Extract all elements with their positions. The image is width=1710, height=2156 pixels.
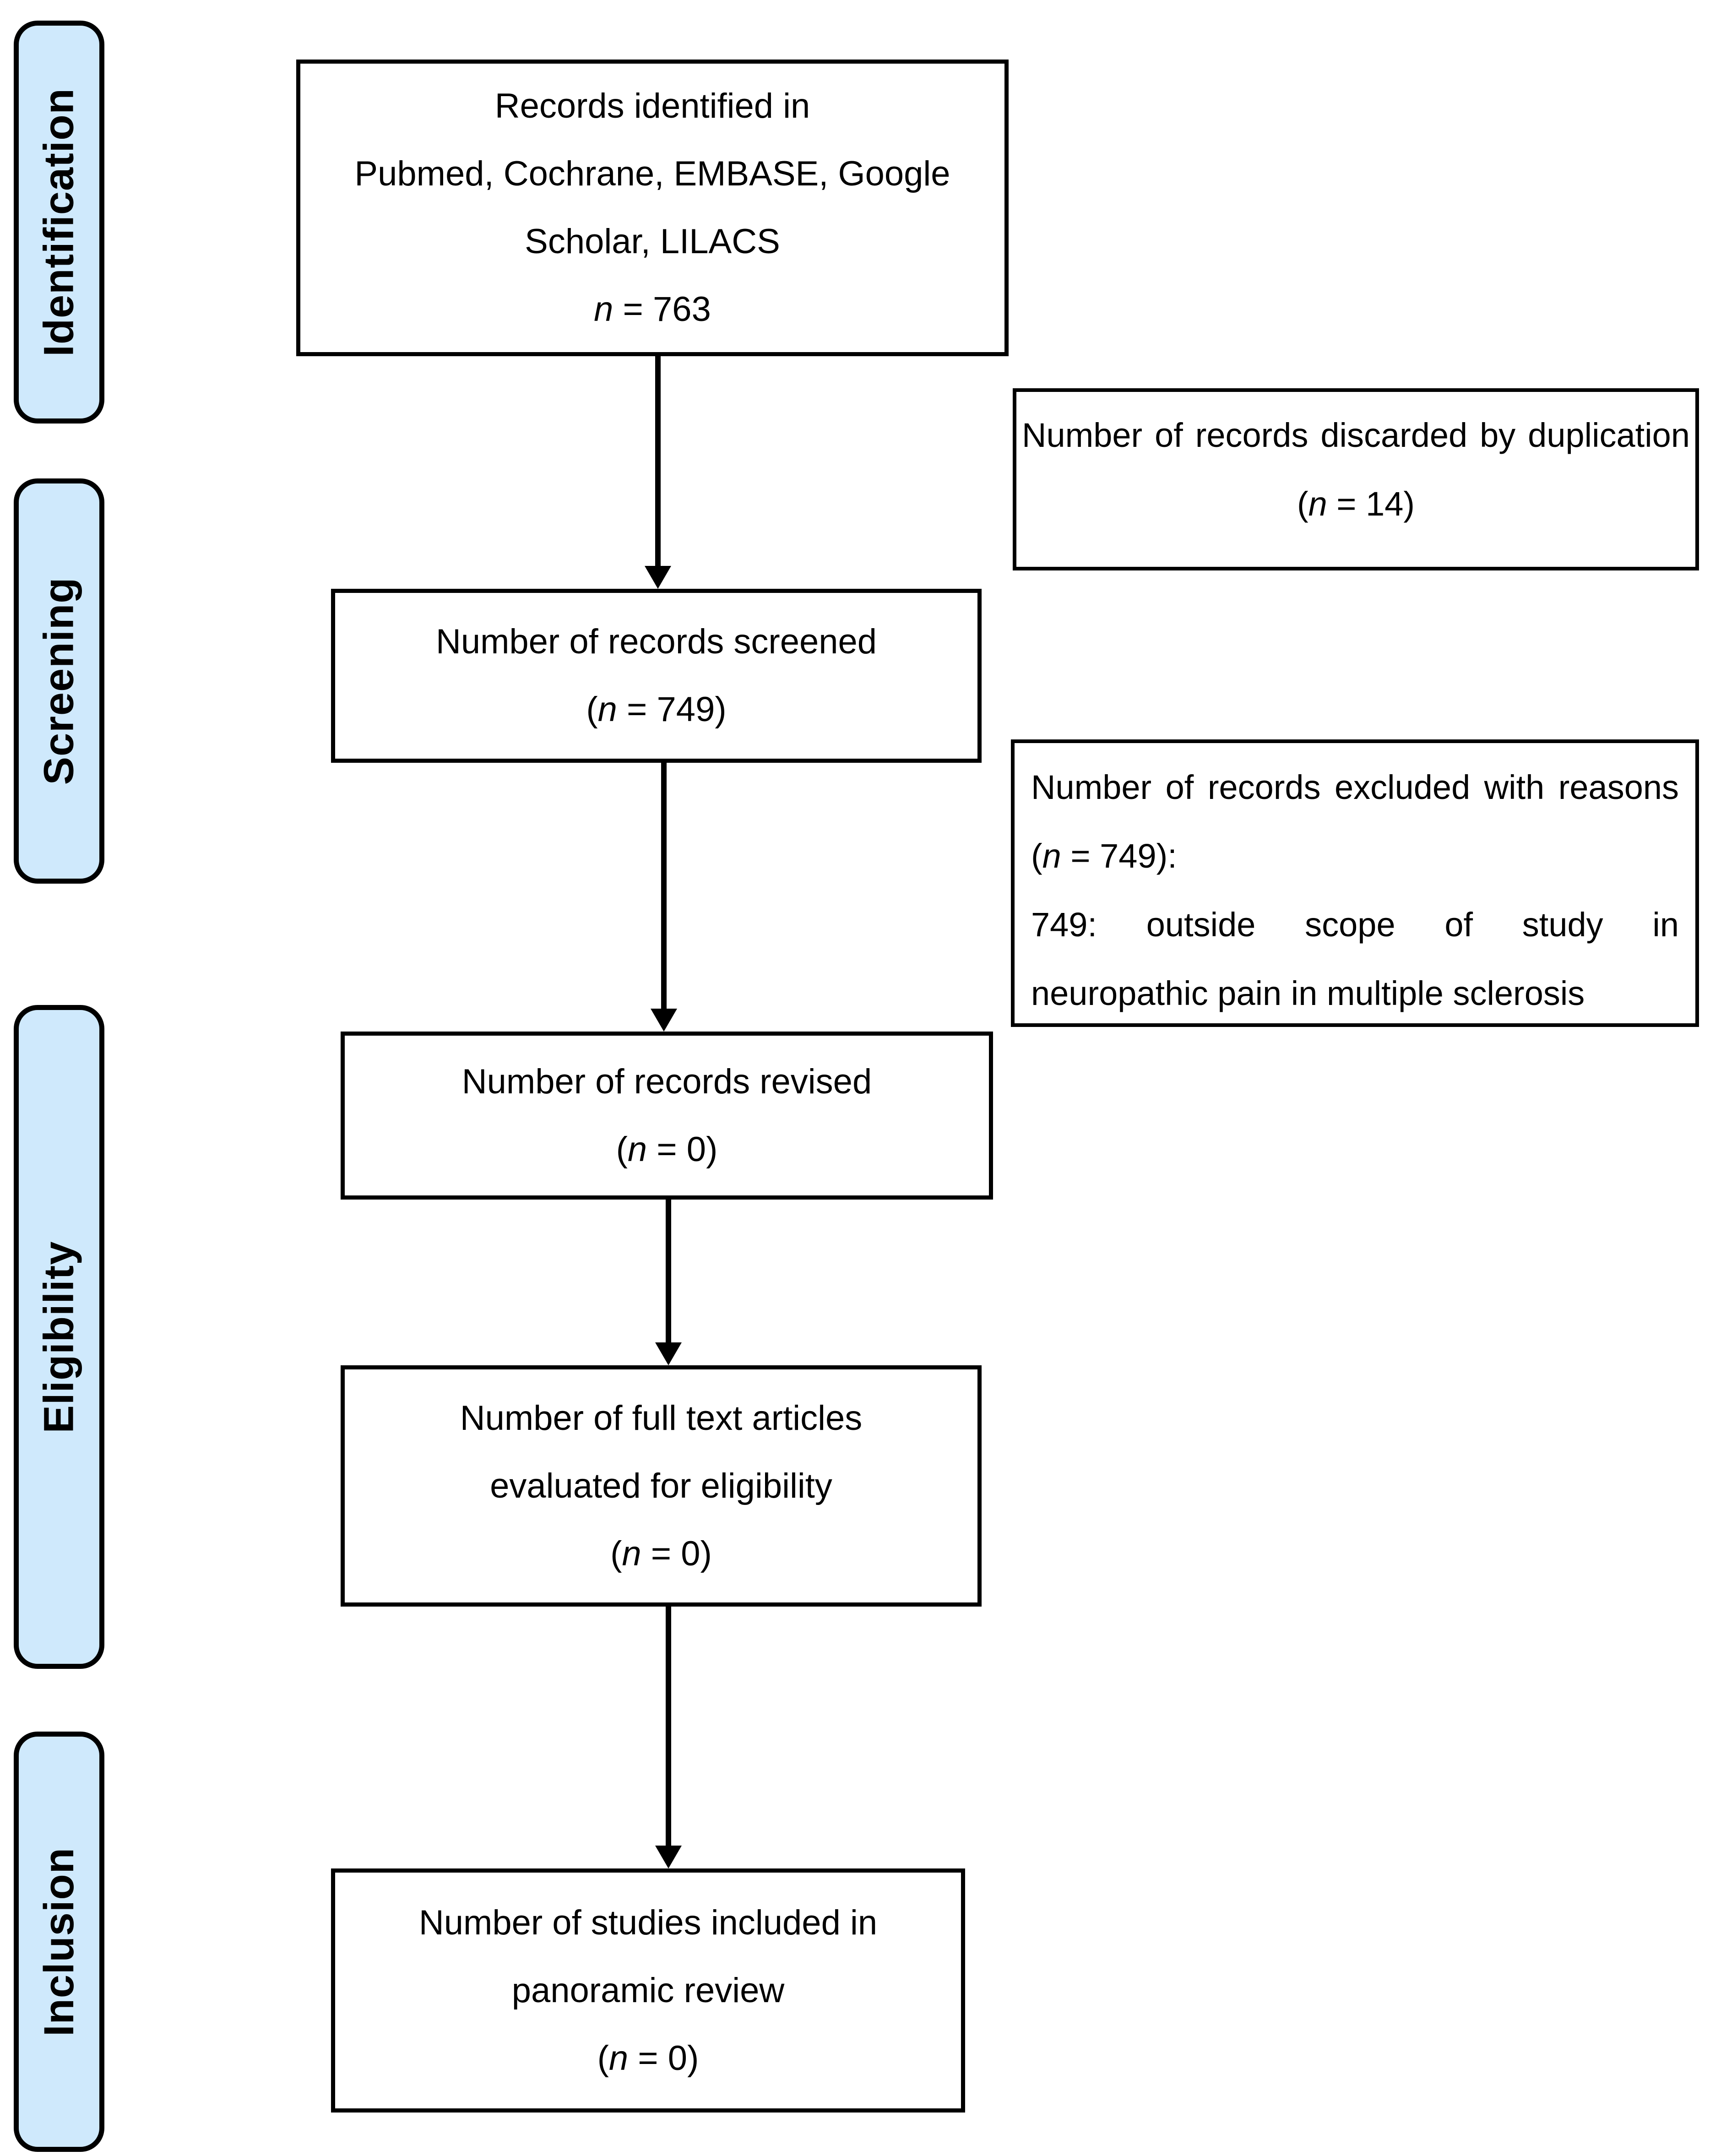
box-records-identified: Records identified in Pubmed, Cochrane, … — [296, 60, 1009, 356]
box-excluded-reasons-count: (n = 749): — [1031, 837, 1177, 875]
stage-inclusion-label: Inclusion — [35, 1847, 82, 2037]
stage-screening-label: Screening — [35, 577, 82, 785]
stage-eligibility: Eligibility — [14, 1005, 104, 1669]
box-records-revised-count: (n = 0) — [616, 1130, 718, 1169]
box-records-screened-count: (n = 749) — [586, 690, 727, 729]
box-records-revised-line1: Number of records revised — [461, 1062, 872, 1101]
box-excluded-reasons-line1: Number of records excluded with reasons — [1031, 768, 1679, 806]
box-studies-included: Number of studies included in panoramic … — [331, 1868, 965, 2113]
arrow-stem — [661, 763, 667, 1010]
box-discarded-duplication-line1: Number of records discarded by duplicati… — [1022, 416, 1690, 454]
box-records-screened: Number of records screened (n = 749) — [331, 589, 982, 763]
box-records-identified-count: n = 763 — [594, 290, 711, 329]
box-discarded-duplication: Number of records discarded by duplicati… — [1013, 388, 1699, 570]
box-fulltext-evaluated: Number of full text articles evaluated f… — [341, 1365, 982, 1607]
box-records-identified-line2: Pubmed, Cochrane, EMBASE, Google — [354, 154, 950, 193]
box-records-identified-line3: Scholar, LILACS — [525, 222, 780, 261]
stage-inclusion: Inclusion — [14, 1732, 104, 2152]
stage-identification-label: Identification — [35, 87, 82, 357]
box-excluded-reasons: Number of records excluded with reasons … — [1011, 739, 1699, 1027]
arrow-stem — [666, 1607, 671, 1846]
box-studies-included-line1: Number of studies included in — [418, 1903, 878, 1942]
box-excluded-reasons-line3: 749: outside scope of study in — [1031, 906, 1679, 944]
arrow-head-icon — [645, 566, 671, 589]
box-excluded-reasons-line4: neuropathic pain in multiple sclerosis — [1031, 974, 1585, 1012]
box-fulltext-evaluated-line1: Number of full text articles — [460, 1398, 863, 1438]
arrow-stem — [666, 1200, 671, 1343]
stage-screening: Screening — [14, 478, 104, 884]
arrow-head-icon — [655, 1342, 682, 1365]
box-discarded-duplication-count: (n = 14) — [1297, 485, 1415, 523]
box-studies-included-count: (n = 0) — [597, 2038, 699, 2078]
box-fulltext-evaluated-count: (n = 0) — [610, 1534, 712, 1573]
box-records-revised: Number of records revised (n = 0) — [341, 1032, 993, 1200]
arrow-head-icon — [651, 1009, 677, 1032]
stage-identification: Identification — [14, 21, 104, 424]
arrow-stem — [655, 356, 661, 567]
box-studies-included-line2: panoramic review — [511, 1971, 785, 2010]
box-records-identified-line1: Records identified in — [494, 87, 810, 125]
box-fulltext-evaluated-line2: evaluated for eligibility — [490, 1466, 832, 1505]
box-records-screened-line1: Number of records screened — [435, 622, 877, 661]
arrow-head-icon — [655, 1846, 682, 1868]
stage-eligibility-label: Eligibility — [35, 1241, 82, 1433]
